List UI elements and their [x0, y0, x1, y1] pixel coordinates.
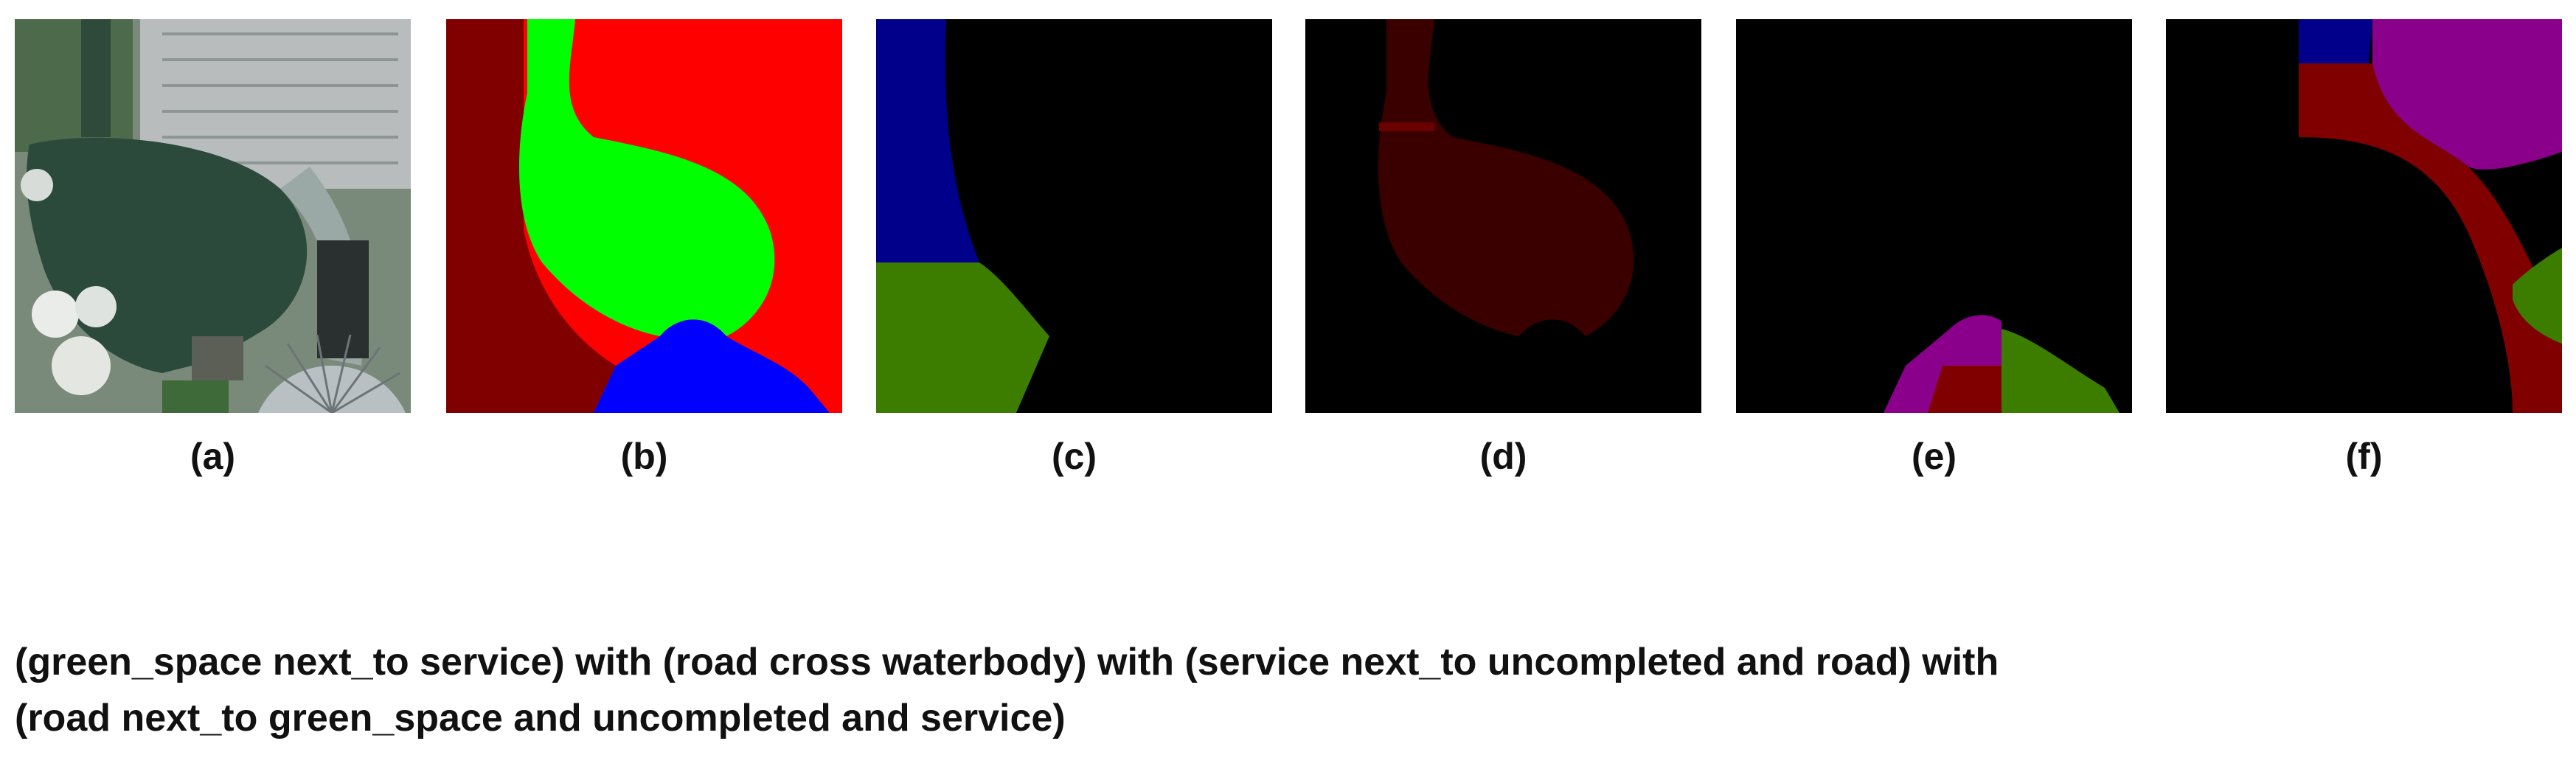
- segmentation-map-c: [876, 19, 1272, 413]
- segmentation-panel-f: [2166, 19, 2562, 413]
- panel-label-b: (b): [620, 436, 668, 477]
- segmentation-panel-e: [1736, 19, 2132, 413]
- panel-label-d: (d): [1479, 436, 1527, 477]
- segmentation-map-b: [446, 19, 842, 413]
- segmentation-panel-d: [1305, 19, 1701, 413]
- caption-line-2: (road next_to green_space and uncomplete…: [15, 697, 1066, 740]
- caption-line-1: (green_space next_to service) with (road…: [15, 641, 1999, 683]
- segmentation-map-e: [1736, 19, 2132, 413]
- panel-label-f: (f): [2345, 436, 2383, 477]
- panel-label-c: (c): [1051, 436, 1097, 477]
- segmentation-map-d: [1305, 19, 1701, 413]
- segmentation-panel-c: [876, 19, 1272, 413]
- panel-label-a: (a): [190, 436, 236, 477]
- panel-label-e: (e): [1911, 436, 1957, 477]
- segmentation-map-f: [2166, 19, 2562, 413]
- segmentation-panel-b: [446, 19, 842, 413]
- aerial-image-panel: [15, 19, 411, 413]
- aerial-image: [15, 19, 411, 413]
- figure-caption: (green_space next_to service) with (road…: [15, 634, 2559, 746]
